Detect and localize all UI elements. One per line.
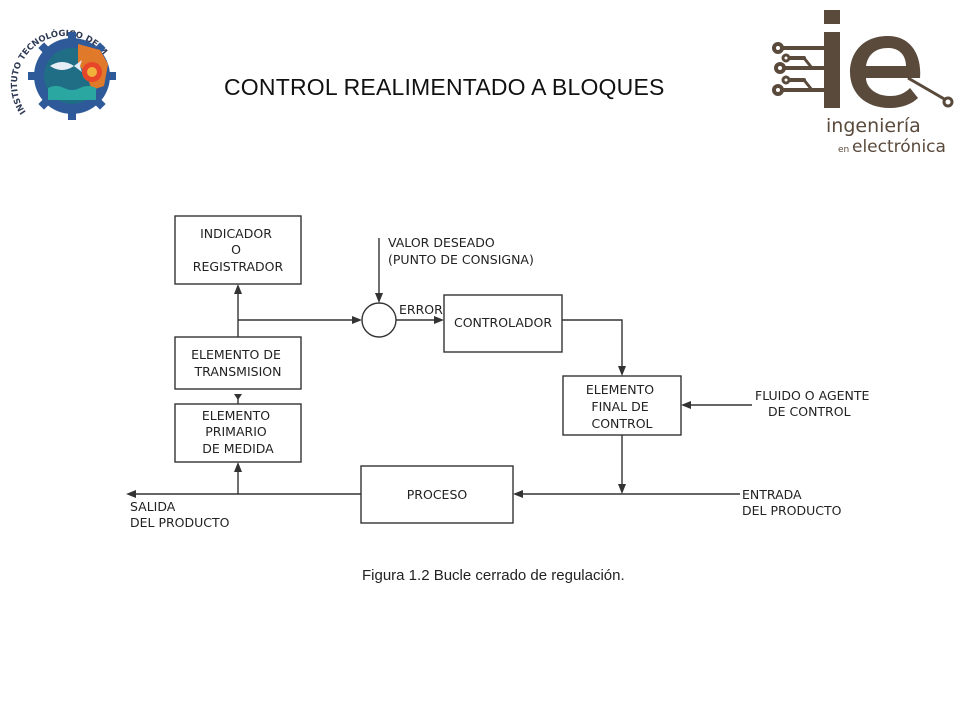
block-transmision	[174, 336, 302, 390]
logo-line2-small: en	[838, 145, 849, 155]
block-primario	[174, 403, 302, 463]
block-elemento-final	[562, 375, 682, 436]
figure-caption: Figura 1.2 Bucle cerrado de regulación.	[362, 567, 625, 584]
label-fluido: FLUIDO O AGENTE DE CONTROL	[755, 388, 873, 419]
ie-logo: ingeniería en electrónica	[772, 10, 954, 157]
summing-junction	[361, 302, 397, 338]
sea-icon	[48, 86, 96, 100]
label-valor-deseado: VALOR DESEADO (PUNTO DE CONSIGNA)	[388, 235, 534, 267]
label-indicador: INDICADOR O REGISTRADOR	[193, 226, 284, 274]
label-elemento-final: ELEMENTO FINAL DE CONTROL	[586, 382, 658, 431]
label-controlador: CONTROLADOR	[454, 315, 552, 330]
label-primario: ELEMENTO PRIMARIO DE MEDIDA	[202, 408, 274, 456]
slide-title: CONTROL REALIMENTADO A BLOQUES	[224, 74, 665, 100]
label-transmision: ELEMENTO DE TRANSMISION	[191, 347, 285, 379]
label-entrada: ENTRADA DEL PRODUCTO	[742, 487, 842, 518]
label-salida: SALIDA DEL PRODUCTO	[130, 499, 230, 530]
logo-line1: ingeniería	[826, 115, 921, 137]
block-indicador	[174, 215, 302, 285]
block-proceso	[360, 465, 514, 524]
label-error: ERROR	[399, 302, 443, 317]
block-controlador	[443, 294, 563, 353]
e-letter-icon	[850, 36, 921, 108]
label-proceso: PROCESO	[407, 487, 468, 502]
fish-icon	[50, 60, 82, 72]
arrowheads	[126, 284, 691, 498]
instituto-logo: INSTITUTO TECNOLÓGICO DE MAZATLÁN	[8, 4, 116, 120]
logo-line2: electrónica	[852, 137, 946, 157]
